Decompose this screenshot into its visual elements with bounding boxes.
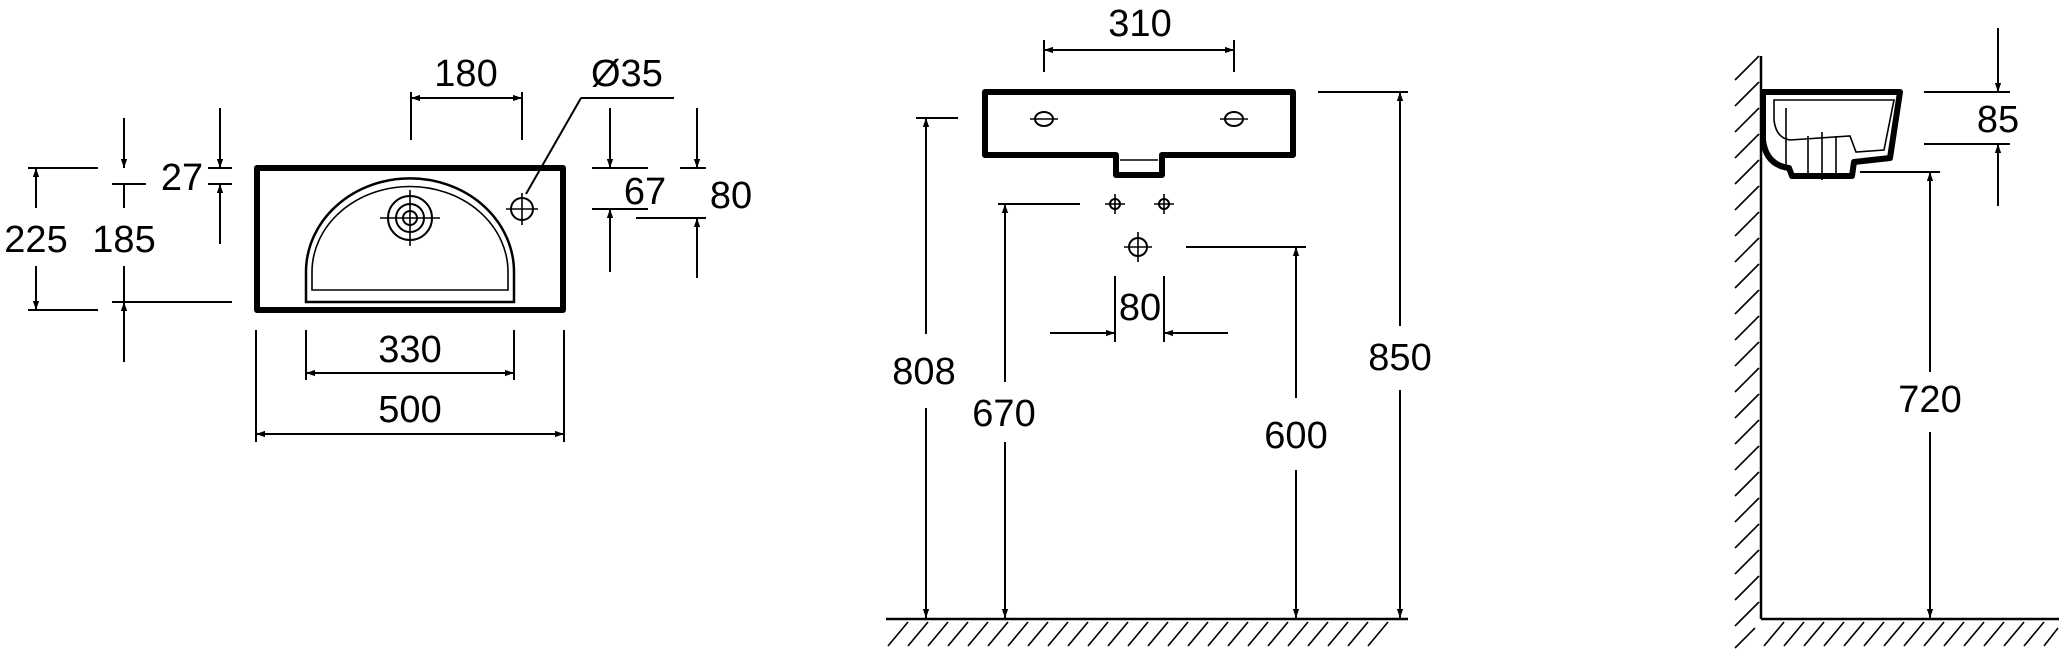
- side-view: 85 720: [1734, 28, 2059, 649]
- dim-185: 185: [92, 219, 155, 261]
- tap-hole-icon: [506, 193, 538, 225]
- floor-hatch-side: [1763, 621, 2059, 647]
- front-view: 310 80 808 670 600 850: [886, 3, 1432, 647]
- dim-80-front: 80: [1119, 287, 1161, 329]
- dim-67: 67: [624, 171, 666, 213]
- dim-80-top: 80: [710, 175, 752, 217]
- wall-hatch: [1734, 55, 1760, 649]
- bowl-outline: [304, 177, 516, 304]
- basin-inner-profile: [1773, 99, 1895, 153]
- dim-850: 850: [1368, 337, 1431, 379]
- dim-85: 85: [1977, 99, 2019, 141]
- basin-outline-front: [982, 89, 1296, 178]
- dim-225: 225: [4, 219, 67, 261]
- basin-outline-side: [1760, 89, 1903, 179]
- dim-180: 180: [434, 53, 497, 95]
- dim-600: 600: [1264, 415, 1327, 457]
- dim-330: 330: [378, 329, 441, 371]
- dim-670: 670: [972, 393, 1035, 435]
- tap-hole-left-icon: [1030, 111, 1058, 127]
- top-view: 180 Ø35 225 185 27 67: [4, 53, 752, 442]
- dim-500: 500: [378, 389, 441, 431]
- dim-diameter-35: Ø35: [591, 53, 663, 95]
- dim-720: 720: [1898, 379, 1961, 421]
- tap-hole-right-icon: [1220, 111, 1248, 127]
- dim-310: 310: [1108, 3, 1171, 45]
- dim-808: 808: [892, 351, 955, 393]
- waste-outlet-icon: [1124, 232, 1152, 262]
- water-supply-right-icon: [1154, 194, 1174, 214]
- drain-icon: [380, 190, 440, 246]
- floor-hatch-front: [887, 621, 1389, 647]
- bowl-inner-outline: [311, 185, 509, 291]
- basin-outline-top: [254, 165, 566, 313]
- water-supply-left-icon: [1105, 194, 1125, 214]
- dim-27: 27: [161, 157, 203, 199]
